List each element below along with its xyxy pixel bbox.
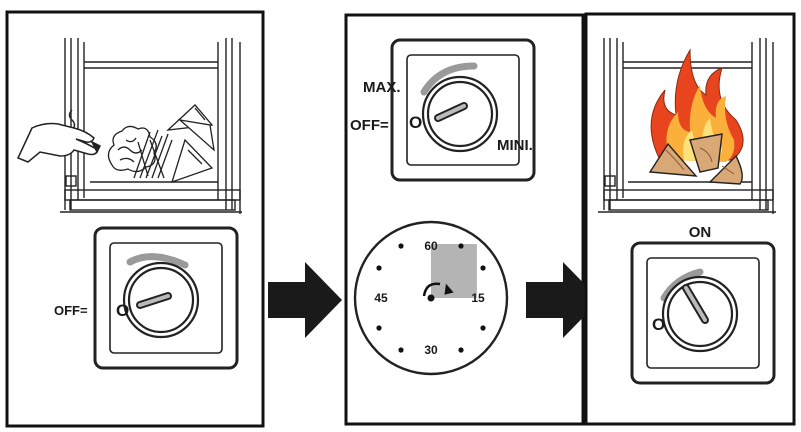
clock-tick-dot xyxy=(376,265,382,271)
clock-tick-dot xyxy=(480,265,486,271)
knob-box-max xyxy=(390,38,536,182)
hand-icon xyxy=(16,122,102,163)
timer-clock-icon: 60 15 30 45 xyxy=(353,220,509,376)
clock-rotation-arrow-icon xyxy=(422,282,441,297)
clock-tick-dot xyxy=(458,243,464,249)
clock-tick-dot xyxy=(398,243,404,249)
arrow-right-icon xyxy=(268,262,342,338)
clock-tick-dot xyxy=(458,347,464,353)
panel-prepare-fire: OFF= O xyxy=(5,10,265,428)
min-label: MINI. xyxy=(497,137,533,154)
off-label: OFF= xyxy=(54,303,88,318)
zero-mark: O xyxy=(116,301,129,320)
clock-number-45: 45 xyxy=(374,291,388,305)
burning-logs xyxy=(648,133,743,185)
on-label: ON xyxy=(689,224,712,241)
max-label: MAX. xyxy=(363,79,401,96)
knob-box-on xyxy=(630,241,776,385)
clock-tick-dot xyxy=(480,325,486,331)
knob-range-arc xyxy=(660,268,704,302)
clock-tick-dot xyxy=(398,347,404,353)
elapsed-time-shade xyxy=(431,244,477,298)
zero-mark: O xyxy=(409,113,422,132)
knob-box-off xyxy=(93,226,239,370)
kindling-and-logs xyxy=(107,104,215,184)
firebox-illustration-empty xyxy=(60,38,242,214)
clock-number-15: 15 xyxy=(471,291,485,305)
clock-number-30: 30 xyxy=(424,343,438,357)
control-knob xyxy=(426,80,494,148)
off-label: OFF= xyxy=(350,117,389,134)
knob-range-arc xyxy=(126,253,189,269)
clock-number-60: 60 xyxy=(424,239,438,253)
panel-set-knob-and-wait: MAX. OFF= O MINI. 60 15 30 45 xyxy=(344,13,585,426)
knob-range-arc xyxy=(420,62,478,96)
clock-tick-dots xyxy=(376,243,486,353)
clock-tick-dot xyxy=(376,325,382,331)
panel-fire-on: ON O xyxy=(584,12,796,426)
firebox-illustration-lit xyxy=(598,38,776,214)
arrow-right-icon xyxy=(526,262,600,338)
zero-mark: O xyxy=(652,315,665,334)
